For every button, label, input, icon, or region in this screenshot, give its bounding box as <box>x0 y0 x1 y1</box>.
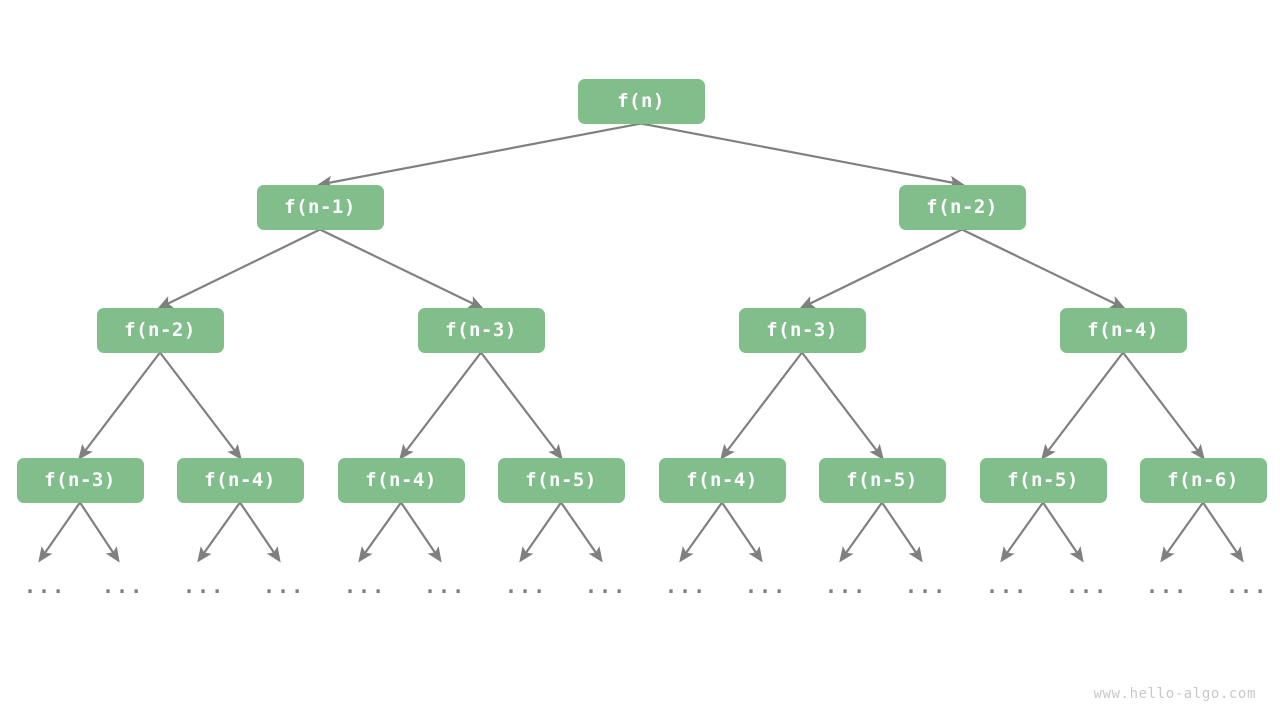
leaf-ellipsis: ... <box>905 574 948 598</box>
tree-edge-leaf <box>721 501 763 563</box>
tree-edge <box>1041 351 1124 460</box>
tree-node[interactable]: f(n-3) <box>417 307 545 353</box>
tree-node[interactable]: f(n-4) <box>1059 307 1187 353</box>
tree-edge-leaf <box>239 501 281 563</box>
tree-node[interactable]: f(n-4) <box>337 457 465 503</box>
tree-edge-leaf <box>358 501 402 563</box>
tree-edge <box>319 228 484 309</box>
tree-edge <box>961 228 1126 309</box>
tree-node[interactable]: f(n-3) <box>16 457 144 503</box>
tree-edge-leaf <box>1160 501 1204 563</box>
tree-edge <box>159 351 242 460</box>
leaf-ellipsis: ... <box>263 574 306 598</box>
tree-edge-leaf <box>1202 501 1244 563</box>
leaf-ellipsis: ... <box>183 574 226 598</box>
tree-edge <box>801 351 884 460</box>
tree-node[interactable]: f(n-2) <box>898 184 1026 230</box>
tree-node[interactable]: f(n-4) <box>176 457 304 503</box>
leaf-ellipsis: ... <box>505 574 548 598</box>
tree-edge <box>157 228 321 309</box>
leaf-ellipsis: ... <box>1226 574 1269 598</box>
tree-edge <box>399 351 482 460</box>
tree-edge-leaf <box>519 501 562 563</box>
leaf-ellipsis: ... <box>986 574 1029 598</box>
leaf-ellipsis: ... <box>424 574 467 598</box>
leaf-ellipsis: ... <box>665 574 708 598</box>
leaf-ellipsis: ... <box>1066 574 1109 598</box>
tree-node[interactable]: f(n-5) <box>497 457 625 503</box>
watermark: www.hello-algo.com <box>1093 686 1256 702</box>
tree-edge <box>640 122 966 189</box>
tree-edge-leaf <box>1000 501 1044 563</box>
tree-node[interactable]: f(n-2) <box>96 307 224 353</box>
tree-node[interactable]: f(n-5) <box>818 457 946 503</box>
leaf-ellipsis: ... <box>825 574 868 598</box>
tree-edge-leaf <box>1042 501 1084 563</box>
leaf-ellipsis: ... <box>344 574 387 598</box>
leaf-ellipsis: ... <box>1146 574 1189 598</box>
tree-node[interactable]: f(n-4) <box>658 457 786 503</box>
tree-edge <box>480 351 563 460</box>
leaf-ellipsis: ... <box>585 574 628 598</box>
tree-edge <box>316 122 642 189</box>
leaf-ellipsis: ... <box>24 574 67 598</box>
tree-edge <box>1122 351 1205 460</box>
tree-node[interactable]: f(n-1) <box>256 184 384 230</box>
tree-edge <box>720 351 803 460</box>
tree-edge-leaf <box>881 501 923 563</box>
leaf-ellipsis: ... <box>102 574 145 598</box>
tree-node[interactable]: f(n) <box>577 78 705 124</box>
tree-edge <box>799 228 963 309</box>
tree-node[interactable]: f(n-3) <box>738 307 866 353</box>
tree-edge-leaf <box>679 501 723 563</box>
tree-node[interactable]: f(n-5) <box>979 457 1107 503</box>
tree-edge-leaf <box>400 501 442 563</box>
tree-edge-leaf <box>197 501 241 563</box>
tree-edge-leaf <box>38 501 81 563</box>
tree-edge-leaf <box>560 501 603 563</box>
leaf-ellipsis: ... <box>745 574 788 598</box>
tree-edge <box>78 351 161 460</box>
tree-edge-leaf <box>839 501 883 563</box>
tree-edge-leaf <box>79 501 120 563</box>
tree-node[interactable]: f(n-6) <box>1139 457 1267 503</box>
